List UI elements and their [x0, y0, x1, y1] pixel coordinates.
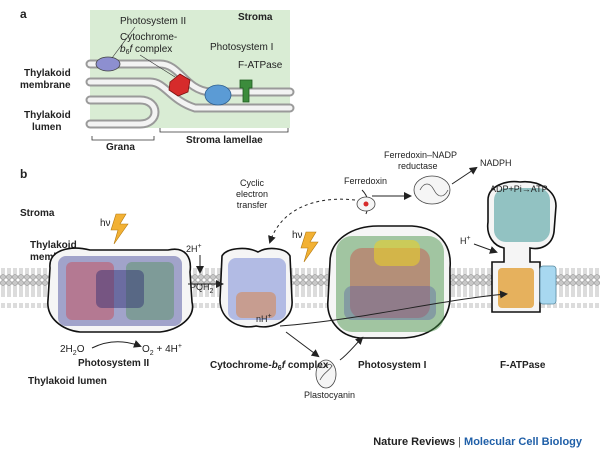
cyclic-arrow — [268, 198, 356, 244]
light-bolt-icon-psi — [300, 231, 319, 263]
two-h-plus-label: 2H+ — [186, 243, 202, 254]
h-plus-arrow — [473, 243, 498, 254]
pqh2-label: PQH2 — [190, 282, 214, 295]
water-split-arrow — [91, 340, 142, 349]
fatpase-icon-a — [239, 79, 253, 103]
light-bolt-icon-psii — [110, 213, 129, 245]
grana-label: Grana — [106, 142, 135, 153]
hv-label-psi: hν — [292, 230, 303, 241]
psi-label-b: Photosystem I — [358, 360, 427, 371]
panel-a-letter: a — [20, 7, 27, 21]
psii-icon-a — [95, 56, 121, 72]
panel-b-letter: b — [20, 167, 27, 181]
nh-plus-label: nH+ — [256, 313, 272, 324]
fatpase-label-a: F-ATPase — [238, 60, 283, 71]
panel-a: a Stroma Photosystem II Cytochrome- b6f … — [20, 7, 295, 153]
journal-name: Molecular Cell Biology — [464, 436, 582, 448]
plastocyanin-to-psi-arrow — [339, 336, 364, 361]
footer-credit: Nature Reviews|Molecular Cell Biology — [373, 436, 582, 448]
publisher-name: Nature Reviews — [373, 436, 456, 448]
cytochrome-b6f-complex — [219, 247, 293, 328]
photosystem-ii-complex — [47, 247, 194, 333]
footer-separator: | — [458, 436, 462, 448]
fnr-to-nadph-arrow — [451, 166, 478, 185]
cytochrome-label-a-line2: b6f complex — [120, 44, 172, 56]
plastocyanin-label: Plastocyanin — [304, 390, 355, 400]
h-plus-label: H+ — [460, 235, 471, 246]
two-h2o-label: 2H2O — [60, 344, 85, 357]
f-atpase-complex — [486, 180, 557, 313]
fnr-icon — [413, 175, 451, 205]
stroma-label-a: Stroma — [238, 12, 273, 23]
adp-atp-label: ADP+Pi→ATP — [490, 184, 548, 194]
cytochrome-label-a: Cytochrome- — [120, 32, 177, 43]
psi-label-a: Photosystem I — [210, 42, 273, 53]
o2-label: O2 + 4H+ — [142, 343, 182, 357]
psi-icon-a — [204, 84, 232, 106]
thylakoid-lumen-label-b: Thylakoid lumen — [28, 376, 107, 387]
nh-to-atpase-arrow — [279, 290, 508, 327]
psii-label-a: Photosystem II — [120, 16, 186, 27]
cytochrome-icon-a — [168, 73, 191, 97]
to-plastocyanin-arrow — [285, 331, 320, 358]
stroma-label-b: Stroma — [20, 208, 55, 219]
nadph-label: NADPH — [480, 158, 512, 168]
f-atpase-label-b: F-ATPase — [500, 360, 546, 371]
hv-label-psii: hν — [100, 218, 111, 229]
stroma-lamellae-label: Stroma lamellae — [186, 135, 263, 146]
ferredoxin-label: Ferredoxin — [344, 176, 387, 186]
photosystem-i-complex — [327, 225, 451, 339]
psii-label-b: Photosystem II — [78, 358, 149, 369]
cytochrome-label-b: Cytochrome-b6f complex — [210, 360, 329, 372]
